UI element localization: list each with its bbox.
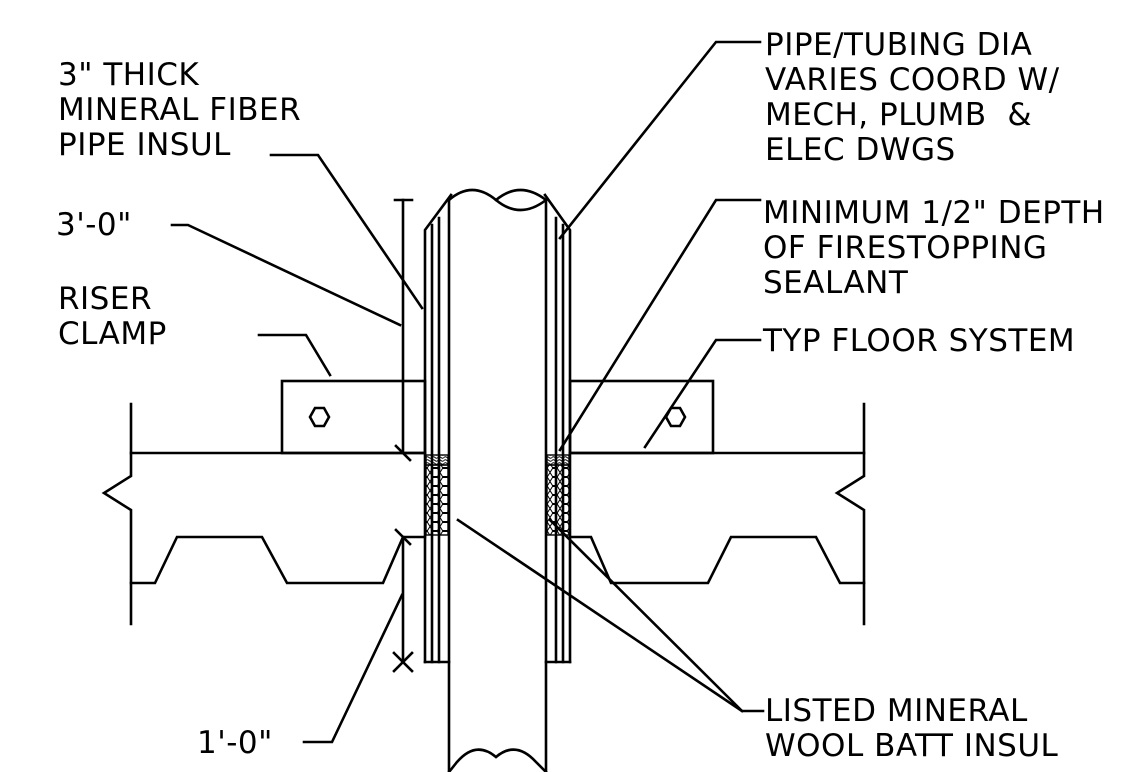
firestop-fill xyxy=(425,454,570,536)
insulation-label: 3" THICK MINERAL FIBER PIPE INSUL xyxy=(58,57,302,163)
pipe-label: PIPE/TUBING DIA VARIES COORD W/ MECH, PL… xyxy=(765,27,1060,168)
pipe xyxy=(447,188,548,772)
upper-length-label: 3'-0" xyxy=(56,207,132,243)
leader-lines xyxy=(170,40,765,744)
pipe-insulation xyxy=(423,193,572,664)
lower-length-label: 1'-0" xyxy=(197,725,273,761)
dimension-lines xyxy=(392,198,414,673)
sealant-label: MINIMUM 1/2" DEPTH OF FIRESTOPPING SEALA… xyxy=(763,195,1105,301)
batt-insulation-label: LISTED MINERAL WOOL BATT INSUL xyxy=(765,693,1059,764)
floor-system-label: TYP FLOOR SYSTEM xyxy=(763,323,1076,359)
riser-clamp-label: RISER CLAMP xyxy=(58,281,167,352)
floor-slab xyxy=(101,402,866,626)
